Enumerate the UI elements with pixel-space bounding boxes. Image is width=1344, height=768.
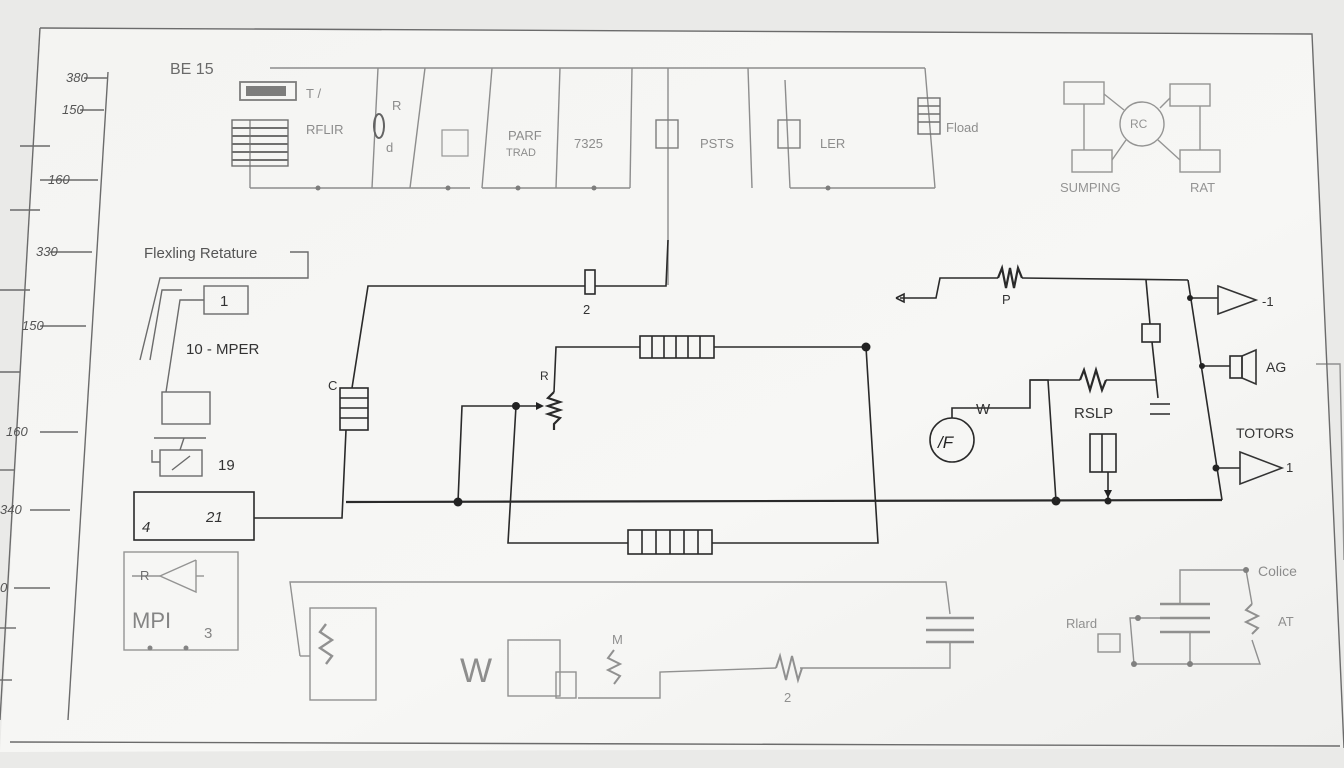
border-frame [39,27,1344,749]
border-bottom [9,741,1341,747]
ag-label: AG [1266,359,1286,375]
mpi-num: 3 [204,625,212,642]
capacitor-top [584,269,596,295]
box-component [161,391,211,425]
relay-icon [441,129,469,157]
top-label: 7325 [574,136,603,151]
p-label: P [1002,292,1011,307]
ruler: 380 150 160 330 150 160 340 0 [0,70,109,721]
inductor-right [1078,366,1108,394]
mper-label: 10 - MPER [186,341,260,358]
totors-label: TOTORS [1236,425,1294,441]
main-circuit: 2 C R [254,239,1223,555]
colice-label: Colice [1258,563,1297,579]
component-21-right: 21 [205,509,223,526]
mpi-r-label: R [140,568,149,583]
box-label: 19 [218,457,235,474]
block-label: SUMPING [1060,180,1121,195]
m-label: M [612,632,623,647]
component-21-left: 4 [142,519,150,536]
pot-box [309,607,377,701]
c-resistor [339,387,369,431]
ruler-tick-label: 330 [36,244,58,259]
top-label: Fload [946,120,979,135]
sheet-title: BE 15 [170,61,214,78]
mpi-label: MPI [132,608,171,633]
resistor-icon [777,119,801,149]
amplifier-top [1217,284,1259,316]
top-label: TRAD [506,147,536,159]
ic-chip-icon [239,81,297,101]
ruler-tick-label: 380 [66,70,88,85]
top-label: T / [306,86,322,101]
rlard-label: Rlard [1066,616,1097,631]
ruler-tick-label: 0 [0,580,8,595]
top-label: R [392,98,401,113]
amplifier-bottom [1239,450,1285,486]
cap-label: 2 [583,302,590,317]
ruler-tick-label: 150 [62,102,84,117]
c-label: C [328,378,337,393]
box-label: 1 [220,293,228,310]
block-label: RAT [1190,180,1215,195]
amp-label: 1 [1286,460,1293,475]
block-center-label: RC [1130,117,1148,131]
paper [0,28,1344,752]
n2-label: 2 [784,690,791,705]
resistor-zigzag [996,264,1024,289]
block-diagram: RC SUMPING RAT [1060,81,1221,195]
border-left [0,27,41,721]
ruler-tick-label: 160 [6,424,28,439]
left-panel: Flexling Retature 1 10 - MPER 19 4 21 R … [123,245,309,651]
at-label: AT [1278,614,1294,629]
source-label: /F [937,433,955,452]
ruler-tick-label: 340 [0,502,22,517]
potentiometer [544,391,564,430]
top-label: RFLIR [306,122,344,137]
r-label: R [540,369,549,383]
bus-line [345,498,1223,504]
top-label: LER [820,136,845,151]
ruler-tick-label: 150 [22,318,44,333]
w-big-label: W [460,652,492,690]
relay-box [507,639,561,697]
flex-label: Flexling Retature [144,245,257,262]
small-resistor [1141,323,1161,343]
switch-box [159,449,203,477]
component-21 [133,491,255,541]
amp-label: -1 [1262,294,1274,309]
rslp-label: RSLP [1074,405,1113,422]
right-panel: P -1 AG /F W RSLP TOTORS 1 [895,264,1344,561]
top-label: d [386,140,393,155]
variable-resistor [1089,433,1117,473]
bottom-section: W M 2 Colice Rlard AT [289,563,1297,705]
resistor-icon [655,119,679,149]
inductor-icon [373,113,385,139]
top-label: PSTS [700,136,734,151]
ruler-tick-label: 160 [48,172,70,187]
coil-icon [917,97,941,135]
w-label: W [976,401,991,418]
mpi-box [123,551,239,651]
top-label: PARF [508,128,542,143]
